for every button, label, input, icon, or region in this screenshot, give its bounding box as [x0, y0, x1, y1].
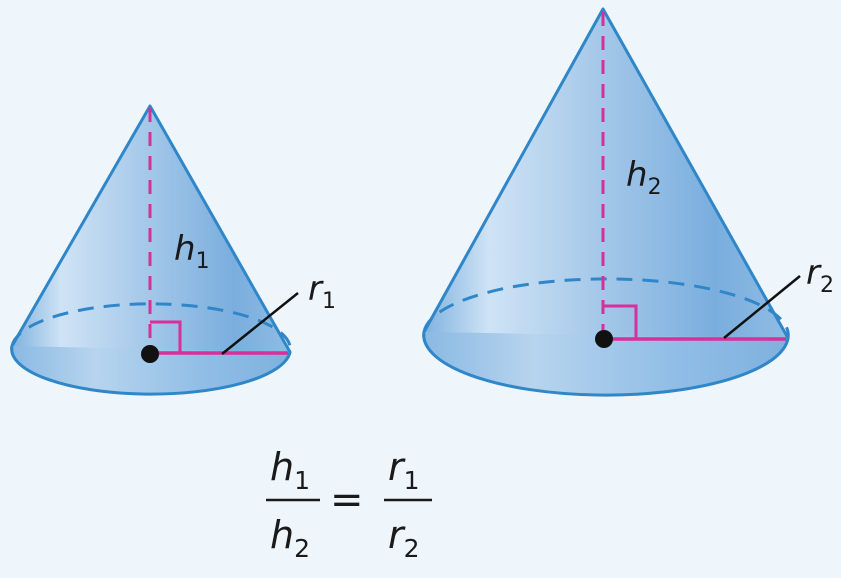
formula-left-denominator: h2 [270, 513, 310, 563]
h1-label: h1 [174, 229, 210, 274]
large-cone-right-angle [603, 304, 638, 338]
ratio-formula: h1 h2 = r1 r2 [266, 445, 432, 563]
small-cone-base-back [10, 302, 292, 353]
small-cone-center-dot [141, 345, 159, 363]
large-cone-base-front [422, 331, 790, 397]
formula-equals: = [330, 477, 364, 523]
r1-label: r1 [308, 269, 336, 314]
small-cone-right-angle [150, 320, 182, 352]
large-cone-center-dot [595, 330, 613, 348]
large-cone-base-back [422, 277, 790, 339]
small-cone-radius-leader [221, 292, 299, 355]
formula-right-denominator: r2 [388, 513, 420, 563]
r2-label: r2 [806, 253, 834, 298]
small-cone-base-front [10, 345, 292, 396]
small-cone: h1 r1 [10, 104, 336, 396]
large-cone-radius-leader [723, 275, 801, 339]
formula-left-numerator: h1 [270, 445, 310, 495]
h2-label: h2 [626, 155, 662, 200]
formula-right-numerator: r1 [388, 445, 420, 495]
large-cone: h2 r2 [422, 7, 834, 397]
